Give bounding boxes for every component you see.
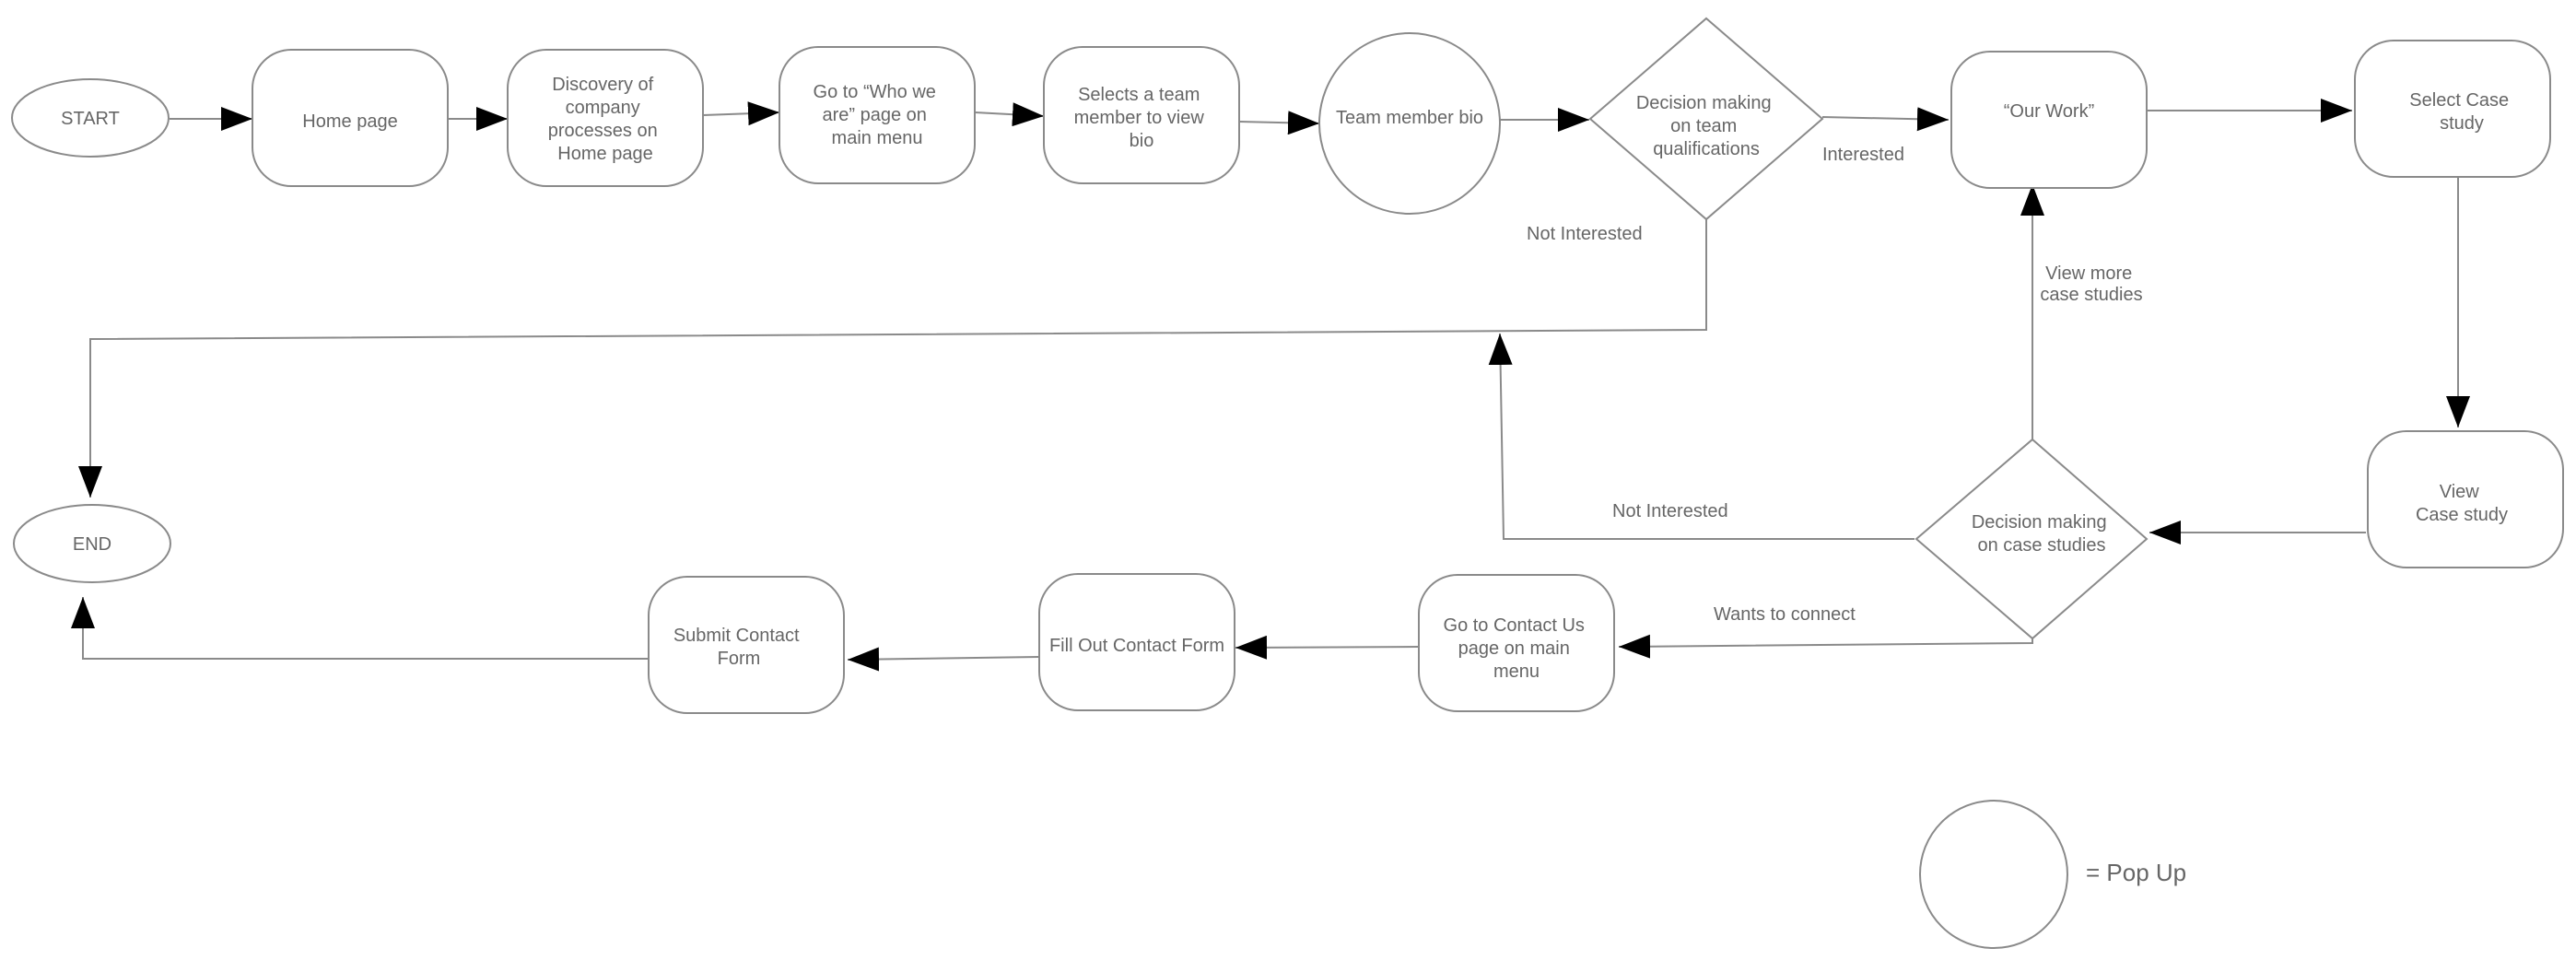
node-submit-contact-form: Submit Contact Form bbox=[648, 576, 845, 714]
node-home-page-label: Home page bbox=[302, 111, 397, 132]
legend-popup-circle bbox=[1919, 800, 2068, 949]
edge-submit-form-end bbox=[71, 597, 649, 660]
connectors bbox=[71, 99, 2470, 672]
node-discovery: Discovery of company processes on Home p… bbox=[507, 49, 704, 187]
edge-label-interested: Interested bbox=[1822, 145, 1904, 165]
node-decision-case: Decision making on case studies bbox=[1914, 438, 2149, 640]
node-select-case-study: Select Case study bbox=[2354, 40, 2551, 178]
node-view-case-study-label: View Case study bbox=[2416, 482, 2508, 525]
node-discovery-label: Discovery of company processes on Home p… bbox=[548, 75, 663, 164]
node-who-we-are: Go to “Who we are” page on main menu bbox=[779, 46, 976, 184]
edge-decision-team-our-work bbox=[1821, 107, 1950, 132]
node-end: END bbox=[13, 504, 171, 583]
node-end-label: END bbox=[73, 534, 111, 555]
node-select-team-member-label: Selects a team member to view bio bbox=[1074, 85, 1210, 151]
node-our-work: “Our Work” bbox=[1950, 51, 2148, 189]
node-team-member-bio-label: Team member bio bbox=[1336, 108, 1483, 128]
node-home-page: Home page bbox=[252, 49, 449, 187]
node-contact-page-label: Go to Contact Us page on main menu bbox=[1444, 615, 1590, 682]
node-start-label: START bbox=[61, 109, 120, 129]
node-who-we-are-label: Go to “Who we are” page on main menu bbox=[814, 82, 942, 148]
node-contact-page: Go to Contact Us page on main menu bbox=[1418, 574, 1615, 712]
node-select-case-study-label: Select Case study bbox=[2409, 90, 2513, 134]
edge-labels: Interested Not Interested View more case… bbox=[1527, 145, 2143, 625]
legend: = Pop Up bbox=[1919, 800, 2186, 949]
edge-who-we-are-select-team bbox=[974, 102, 1045, 127]
edge-decision-case-contact bbox=[1618, 634, 2033, 659]
node-select-team-member: Selects a team member to view bio bbox=[1043, 46, 1240, 184]
node-decision-team-label: Decision making on team qualifications bbox=[1636, 93, 1776, 159]
edge-label-not-interested-top: Not Interested bbox=[1527, 224, 1643, 244]
edge-discovery-who-we-are bbox=[702, 101, 780, 126]
node-fill-contact-form-label: Fill Out Contact Form bbox=[1049, 636, 1224, 656]
node-team-member-bio: Team member bio bbox=[1318, 32, 1501, 215]
edge-label-wants-to-connect: Wants to connect bbox=[1714, 604, 1856, 625]
node-our-work-label: “Our Work” bbox=[2004, 101, 2095, 122]
edge-decision-team-end bbox=[78, 218, 1707, 498]
edge-select-team-team-bio bbox=[1238, 111, 1320, 135]
node-fill-contact-form: Fill Out Contact Form bbox=[1038, 573, 1235, 711]
node-decision-case-label: Decision making on case studies bbox=[1972, 512, 2112, 556]
legend-popup-label: = Pop Up bbox=[2086, 859, 2186, 886]
node-view-case-study: View Case study bbox=[2367, 430, 2564, 568]
nodes: START Home page Discovery of company pro… bbox=[11, 17, 2564, 714]
edge-label-view-more: View more case studies bbox=[2040, 263, 2142, 305]
edge-fill-form-submit-form bbox=[847, 647, 1040, 672]
edge-label-not-interested-bottom: Not Interested bbox=[1612, 501, 1728, 521]
node-submit-contact-form-label: Submit Contact Form bbox=[673, 626, 804, 669]
node-start: START bbox=[11, 78, 170, 158]
edge-contact-fill-form bbox=[1235, 635, 1420, 660]
node-decision-team: Decision making on team qualifications bbox=[1588, 17, 1824, 221]
edge-decision-case-not-interested bbox=[1488, 333, 1914, 540]
